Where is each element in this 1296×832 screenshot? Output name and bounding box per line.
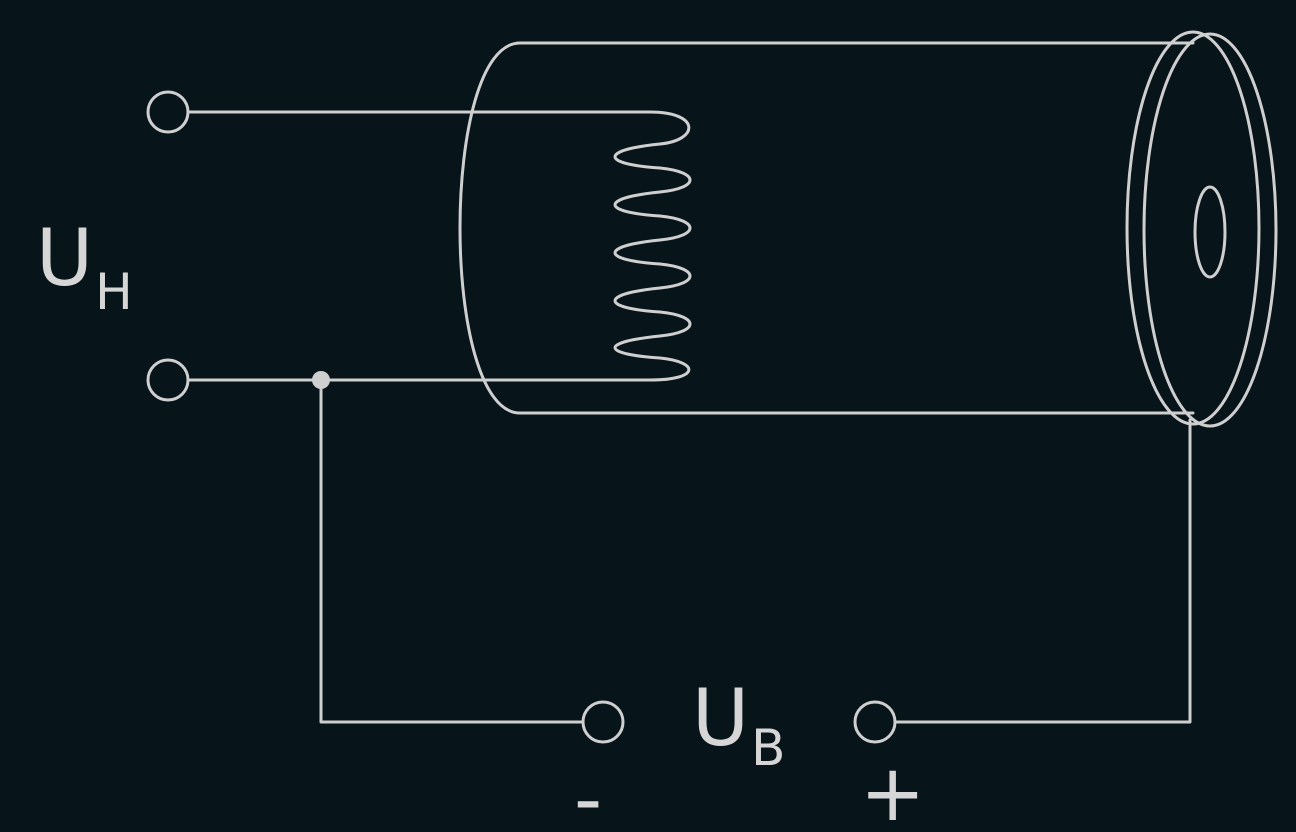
heater-voltage-subscript: H: [95, 263, 133, 321]
anode-aperture: [1193, 185, 1227, 279]
positive-terminal: [853, 700, 897, 744]
heater-voltage-symbol: U: [36, 214, 93, 304]
anode-wire: [894, 418, 1192, 724]
accelerating-voltage-label: UB: [692, 674, 785, 777]
cathode-wire: [319, 378, 584, 724]
heater-filament: [188, 110, 692, 382]
accelerating-voltage-symbol: U: [692, 674, 749, 764]
accelerating-voltage-subscript: B: [751, 719, 785, 777]
tube-outline: [458, 41, 1195, 415]
tube-end-plate-back: [1125, 30, 1261, 426]
plus-sign-label: +: [860, 749, 925, 832]
heater-terminal-bottom: [146, 358, 190, 402]
filament-coil: [188, 110, 692, 382]
minus-sign-label: -: [574, 755, 602, 832]
heater-terminal-top: [146, 90, 190, 134]
negative-terminal: [581, 700, 625, 744]
heater-voltage-label: UH: [36, 214, 133, 321]
tube-end-plate-front: [1142, 32, 1278, 428]
vacuum-tube: [458, 30, 1278, 428]
